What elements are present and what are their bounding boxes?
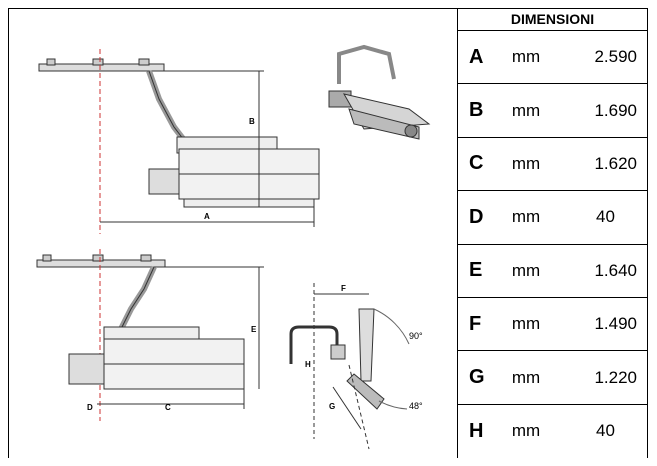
bottom-view-drawing [36,249,264,421]
angle-label-48: 48° [409,401,423,411]
dimension-letter: A [469,45,484,68]
table-row: H mm 40 [458,405,647,458]
dim-label-f: F [341,284,346,293]
dim-label-h: H [305,360,311,369]
angle-label-90: 90° [409,331,423,341]
dimension-value: 2.590 [594,47,637,67]
dim-label-c: C [165,403,171,412]
dimensions-table: DIMENSIONI A mm 2.590 B mm 1.690 C mm 1.… [457,9,647,458]
dimension-unit: mm [511,207,541,227]
table-row: C mm 1.620 [458,138,647,192]
drawings-svg: B A E C D [36,44,431,450]
dim-label-b: B [249,117,255,126]
dimension-value: 40 [596,207,615,227]
dimension-unit: mm [511,421,541,441]
dim-label-e: E [251,325,257,334]
table-row: G mm 1.220 [458,351,647,405]
page-frame [8,8,648,458]
table-row: A mm 2.590 [458,31,647,85]
dimension-letter: G [469,366,485,389]
dimension-value: 1.620 [594,153,637,173]
dimension-letter: B [469,99,484,122]
dim-label-d: D [87,403,93,412]
dimension-value: 1.640 [594,260,637,280]
dimension-unit: mm [511,260,541,280]
dim-label-g: G [329,402,335,411]
perspective-view-drawing [328,44,431,140]
dimension-value: 1.490 [594,314,637,334]
dim-label-a: A [204,212,210,221]
dimension-letter: F [469,312,482,335]
top-view-drawing [38,49,320,234]
dimension-letter: D [469,205,484,228]
table-row: F mm 1.490 [458,298,647,352]
table-row: E mm 1.640 [458,245,647,298]
table-title: DIMENSIONI [458,9,647,31]
dimension-unit: mm [511,367,541,387]
technical-drawings: B A E C D [9,9,456,458]
dimension-value: 40 [596,421,615,441]
dimension-letter: H [469,419,484,442]
dimension-unit: mm [511,100,541,120]
dimension-unit: mm [511,314,541,334]
dimension-unit: mm [511,47,541,67]
dimension-unit: mm [511,153,541,173]
table-row: D mm 40 [458,191,647,245]
dimension-letter: E [469,259,483,282]
dimension-value: 1.220 [594,367,637,387]
side-view-drawing [289,283,410,450]
dimension-value: 1.690 [594,100,637,120]
table-row: B mm 1.690 [458,84,647,138]
dimension-letter: C [469,152,484,175]
